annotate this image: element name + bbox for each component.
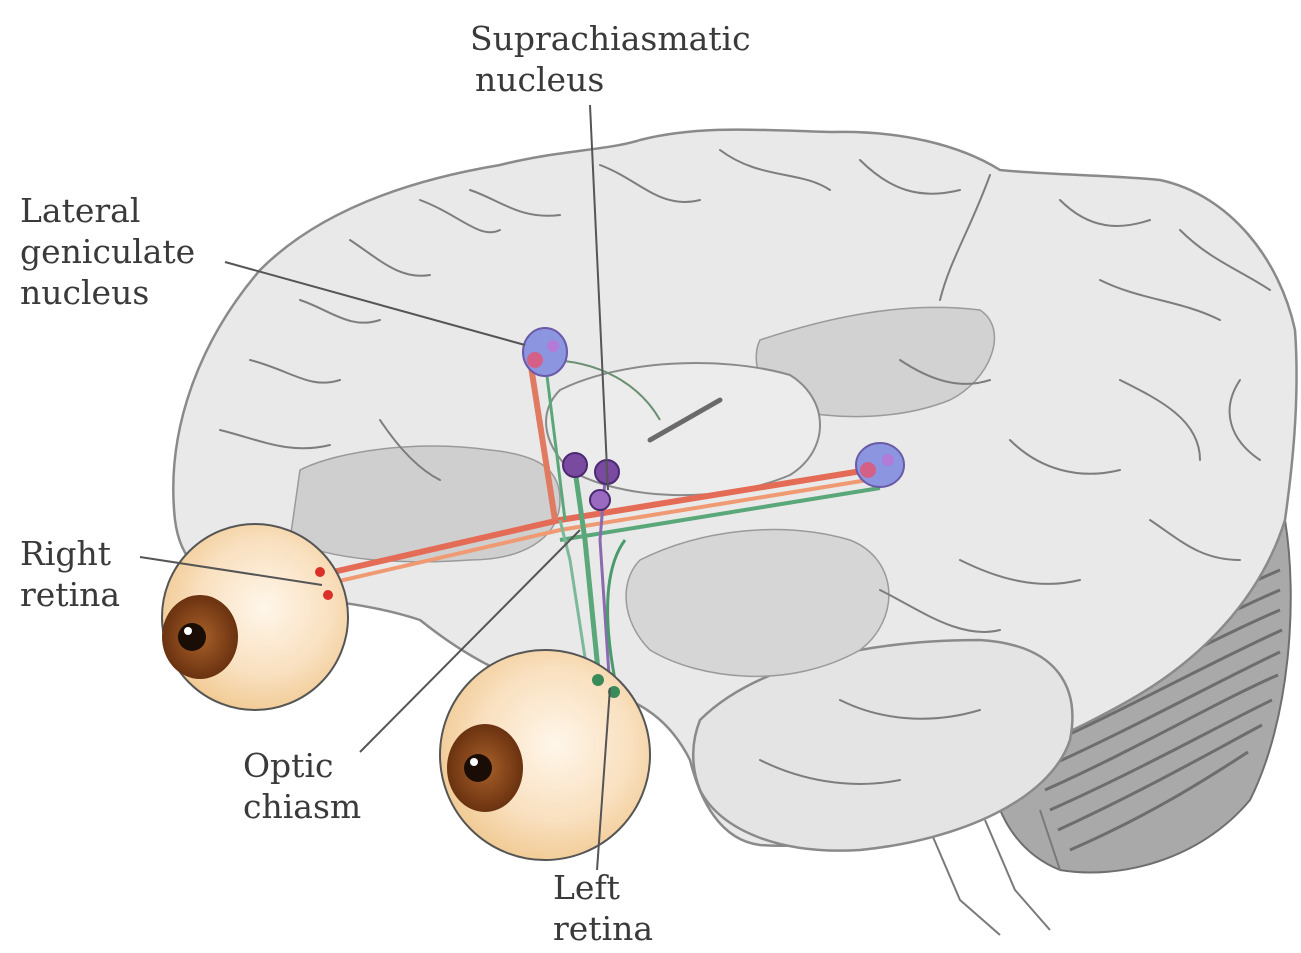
- left-eye: [440, 650, 650, 860]
- scn-label-line1: Suprachiasmatic: [470, 18, 751, 59]
- lgn-label: Lateral geniculate nucleus: [20, 190, 195, 313]
- right-retina-label-line2: retina: [20, 574, 120, 615]
- lgn-label-line3: nucleus: [20, 272, 195, 313]
- scn-label-line2: nucleus: [470, 59, 751, 100]
- lgn-label-line1: Lateral: [20, 190, 195, 231]
- scn-label: Suprachiasmatic nucleus: [470, 18, 751, 100]
- optic-chiasm-label-line1: Optic: [243, 745, 361, 786]
- left-retina-label-line1: Left: [553, 867, 653, 908]
- right-eye: [162, 524, 348, 710]
- lateral-geniculate-nucleus: [523, 328, 567, 376]
- optic-chiasm-label: Optic chiasm: [243, 745, 361, 827]
- right-retina-label-line1: Right: [20, 533, 120, 574]
- left-retina-label-line2: retina: [553, 908, 653, 949]
- left-retina-label: Left retina: [553, 867, 653, 949]
- occipital-nucleus: [856, 443, 904, 487]
- lgn-label-line2: geniculate: [20, 231, 195, 272]
- optic-chiasm-label-line2: chiasm: [243, 786, 361, 827]
- right-retina-label: Right retina: [20, 533, 120, 615]
